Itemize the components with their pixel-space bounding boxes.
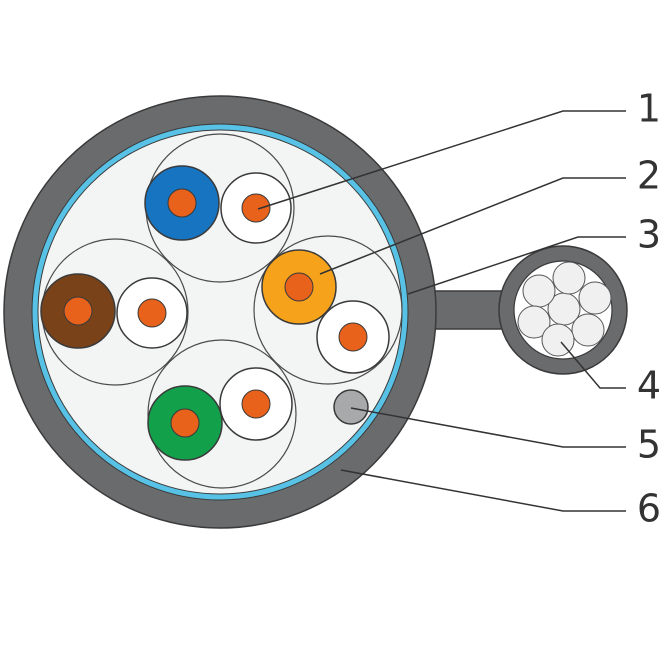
twisted-pair-green [147, 339, 297, 489]
pair-boundary [147, 339, 297, 489]
strand [571, 313, 605, 347]
twisted-pair-brown [40, 238, 189, 386]
strand [522, 274, 556, 308]
conductor [241, 193, 271, 223]
callout-label-3: 3 [637, 213, 661, 257]
strand [552, 261, 586, 295]
callout-label-1: 1 [637, 87, 661, 131]
leader-line-1 [257, 110, 626, 210]
callout-label-6: 6 [637, 487, 661, 531]
strand [578, 281, 612, 315]
conductor [241, 389, 271, 419]
leader-line-6 [340, 469, 626, 512]
twisted-pair-blue [144, 133, 295, 283]
conductor [170, 408, 200, 438]
pair-boundary [253, 235, 403, 385]
conductor [137, 298, 167, 328]
conductor [338, 322, 368, 352]
callout-label-5: 5 [637, 423, 661, 467]
strand [517, 305, 551, 339]
leader-lines [257, 110, 626, 512]
callout-label-2: 2 [637, 154, 661, 198]
leader-line-3 [407, 236, 626, 295]
leader-line-5 [350, 407, 626, 448]
callout-label-4: 4 [637, 364, 661, 408]
leader-line-2 [319, 177, 626, 275]
conductor [167, 188, 197, 218]
conductor [284, 272, 314, 302]
messenger-wire [498, 245, 628, 375]
leader-line-4 [560, 341, 626, 389]
twisted-pair-orange [253, 235, 403, 385]
conductor [63, 296, 93, 326]
drain-wire [333, 389, 369, 425]
callout-labels: 1 2 3 4 5 6 [637, 87, 661, 531]
